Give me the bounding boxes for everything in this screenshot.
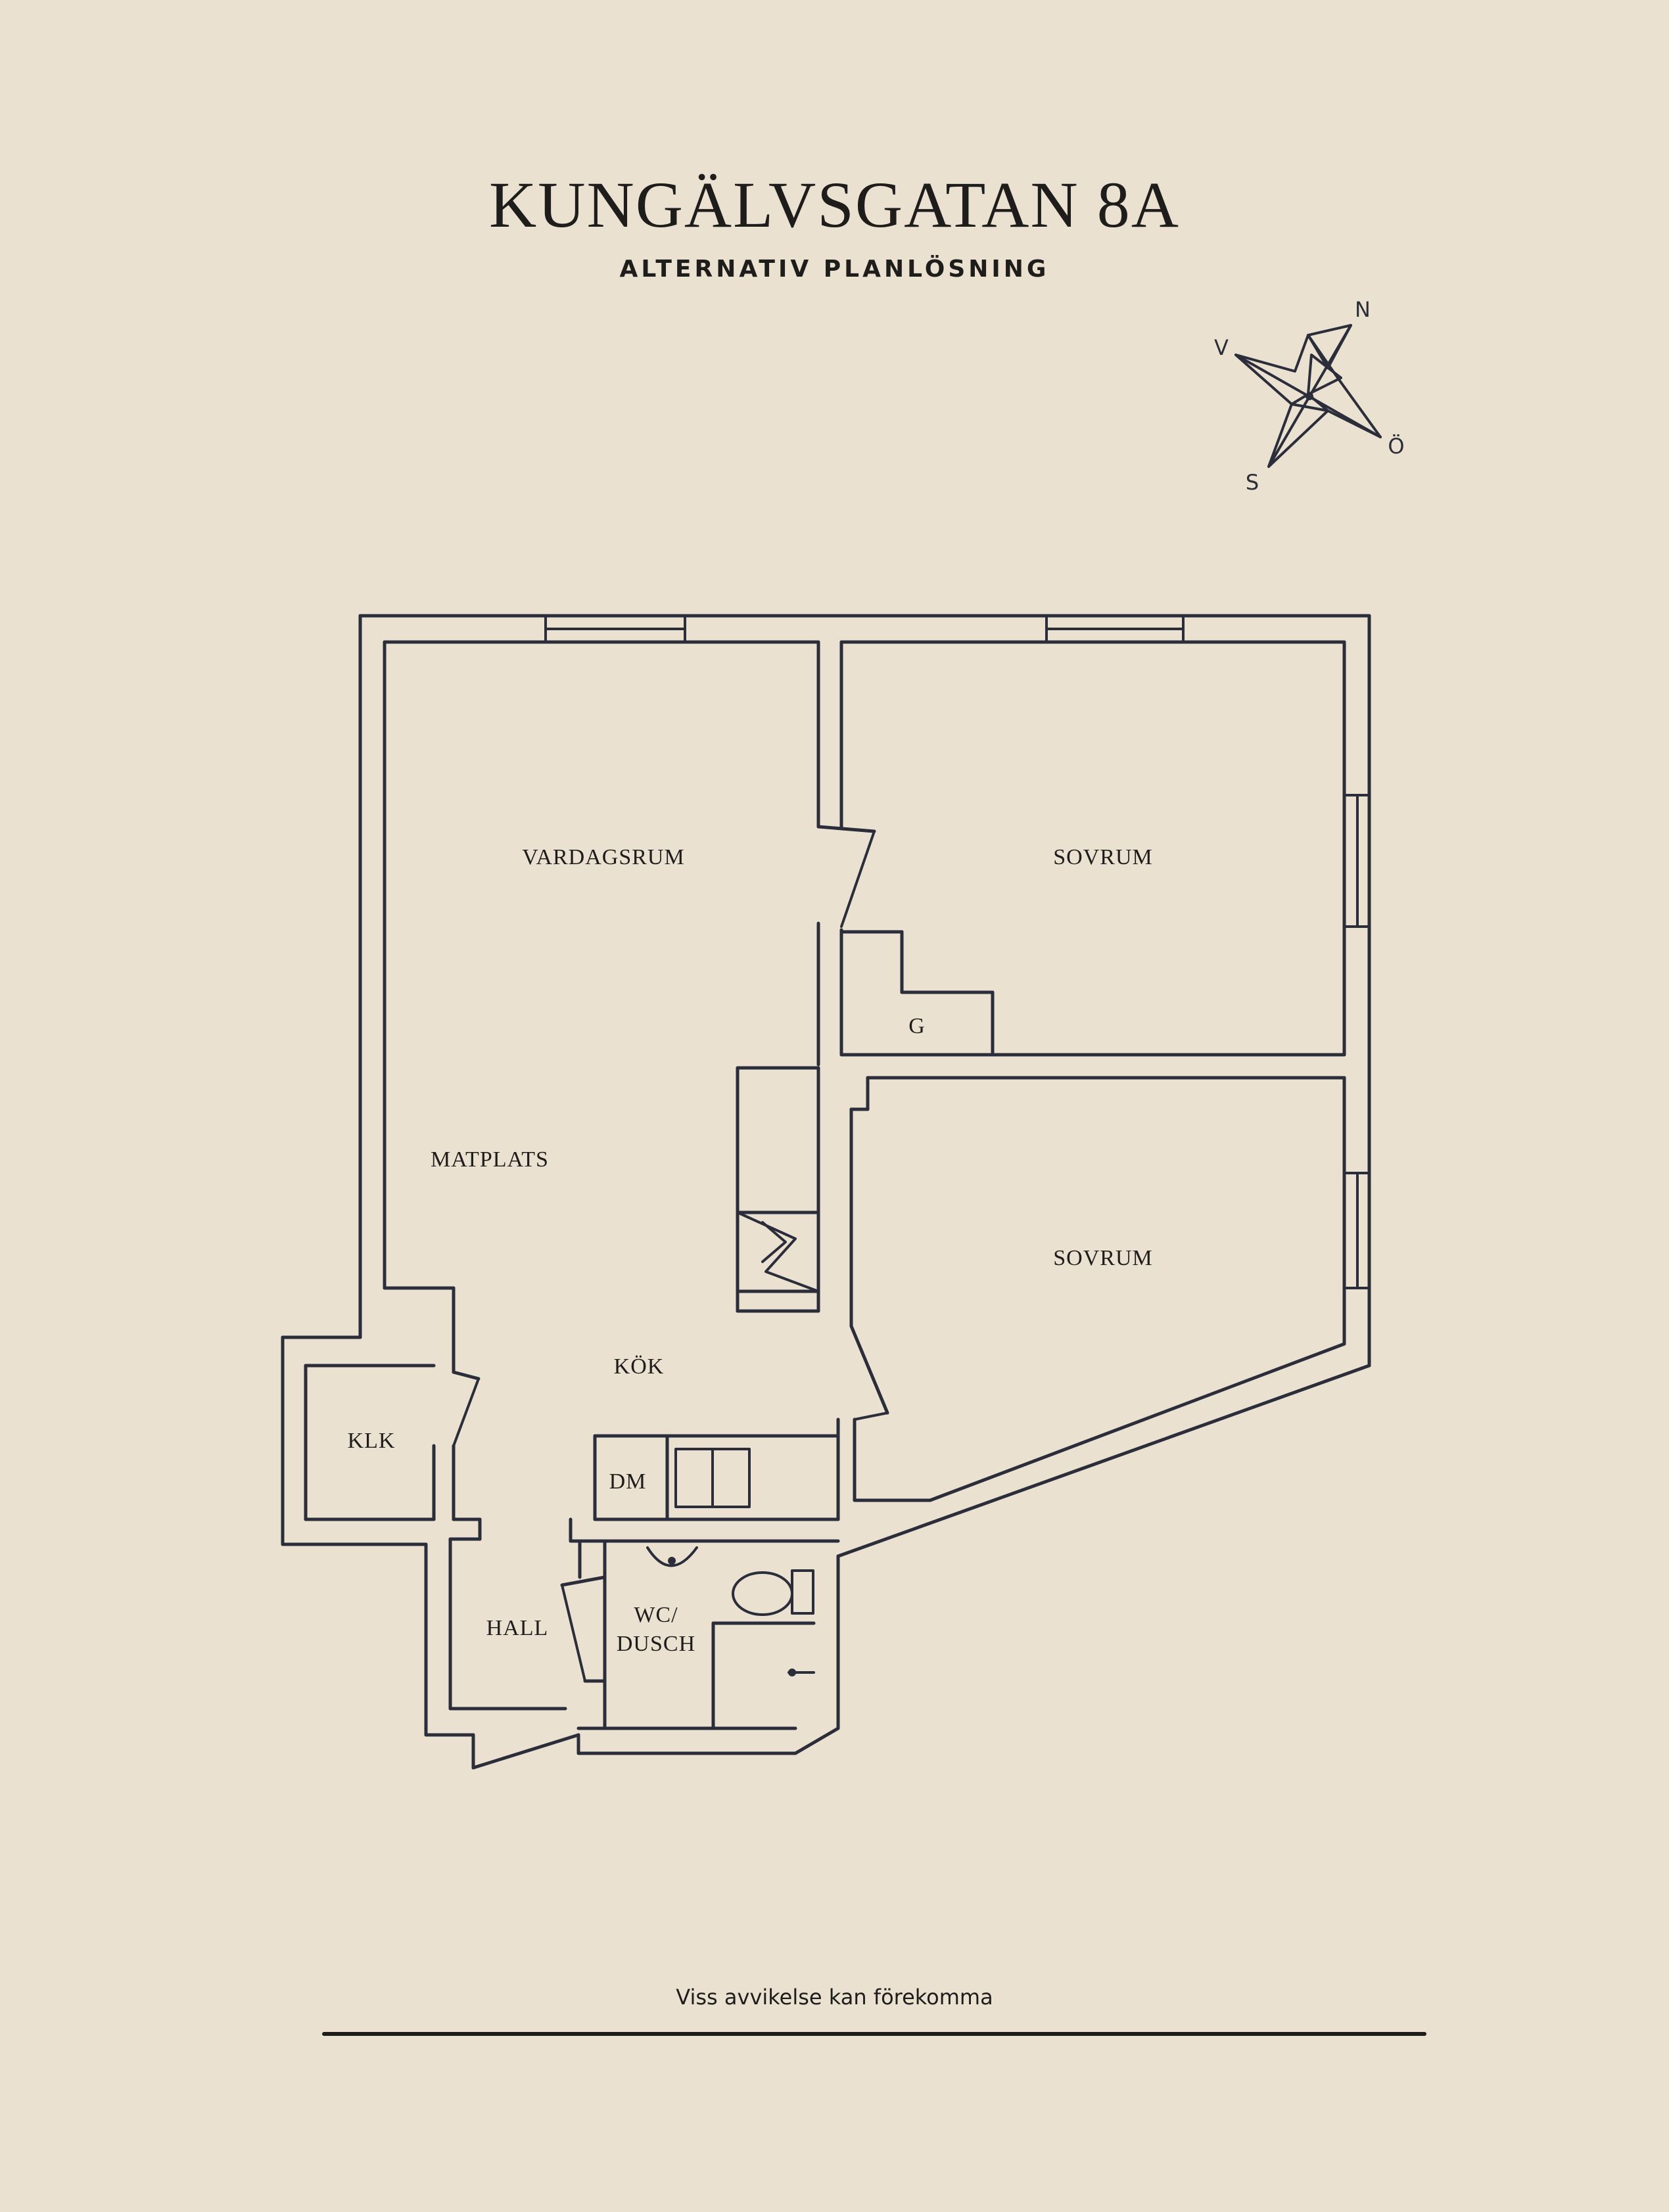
fireplace-symbol-icon <box>736 1211 820 1293</box>
interior-walls <box>736 640 1346 1502</box>
room-label-kok: KÖK <box>614 1354 665 1379</box>
room-label-wc: WC/ <box>634 1603 678 1627</box>
room-label-hall: HALL <box>486 1616 549 1640</box>
room-label-sovrum-2: SOVRUM <box>1053 1246 1152 1270</box>
compass-rose-icon <box>1234 324 1382 468</box>
sink-icon <box>646 1546 698 1567</box>
room-label-dusch: DUSCH <box>617 1632 695 1656</box>
room-label-sovrum-1: SOVRUM <box>1053 845 1152 869</box>
disclaimer-text: Viss avvikelse kan förekomma <box>676 1985 993 2010</box>
page-title: KUNGÄLVSGATAN 8A <box>489 168 1180 241</box>
room-label-g: G <box>908 1014 926 1038</box>
kitchen-fixtures <box>593 1417 840 1521</box>
compass-label-v: V <box>1214 335 1229 360</box>
compass-label-s: S <box>1246 470 1259 495</box>
klk-walls <box>281 1286 482 1546</box>
room-label-matplats: MATPLATS <box>431 1147 549 1172</box>
room-label-vardagsrum: VARDAGSRUM <box>522 845 684 869</box>
toilet-icon <box>732 1571 793 1616</box>
footer-divider <box>322 2032 1426 2036</box>
outer-walls <box>358 614 1371 1770</box>
wc-fixtures <box>560 1517 840 1730</box>
shower-drain-icon <box>788 1669 796 1676</box>
room-label-dm: DM <box>609 1469 647 1494</box>
compass-label-n: N <box>1355 297 1371 322</box>
page-subtitle: ALTERNATIV PLANLÖSNING <box>619 256 1050 283</box>
compass-label-o: Ö <box>1388 434 1404 459</box>
room-label-klk: KLK <box>348 1429 396 1453</box>
